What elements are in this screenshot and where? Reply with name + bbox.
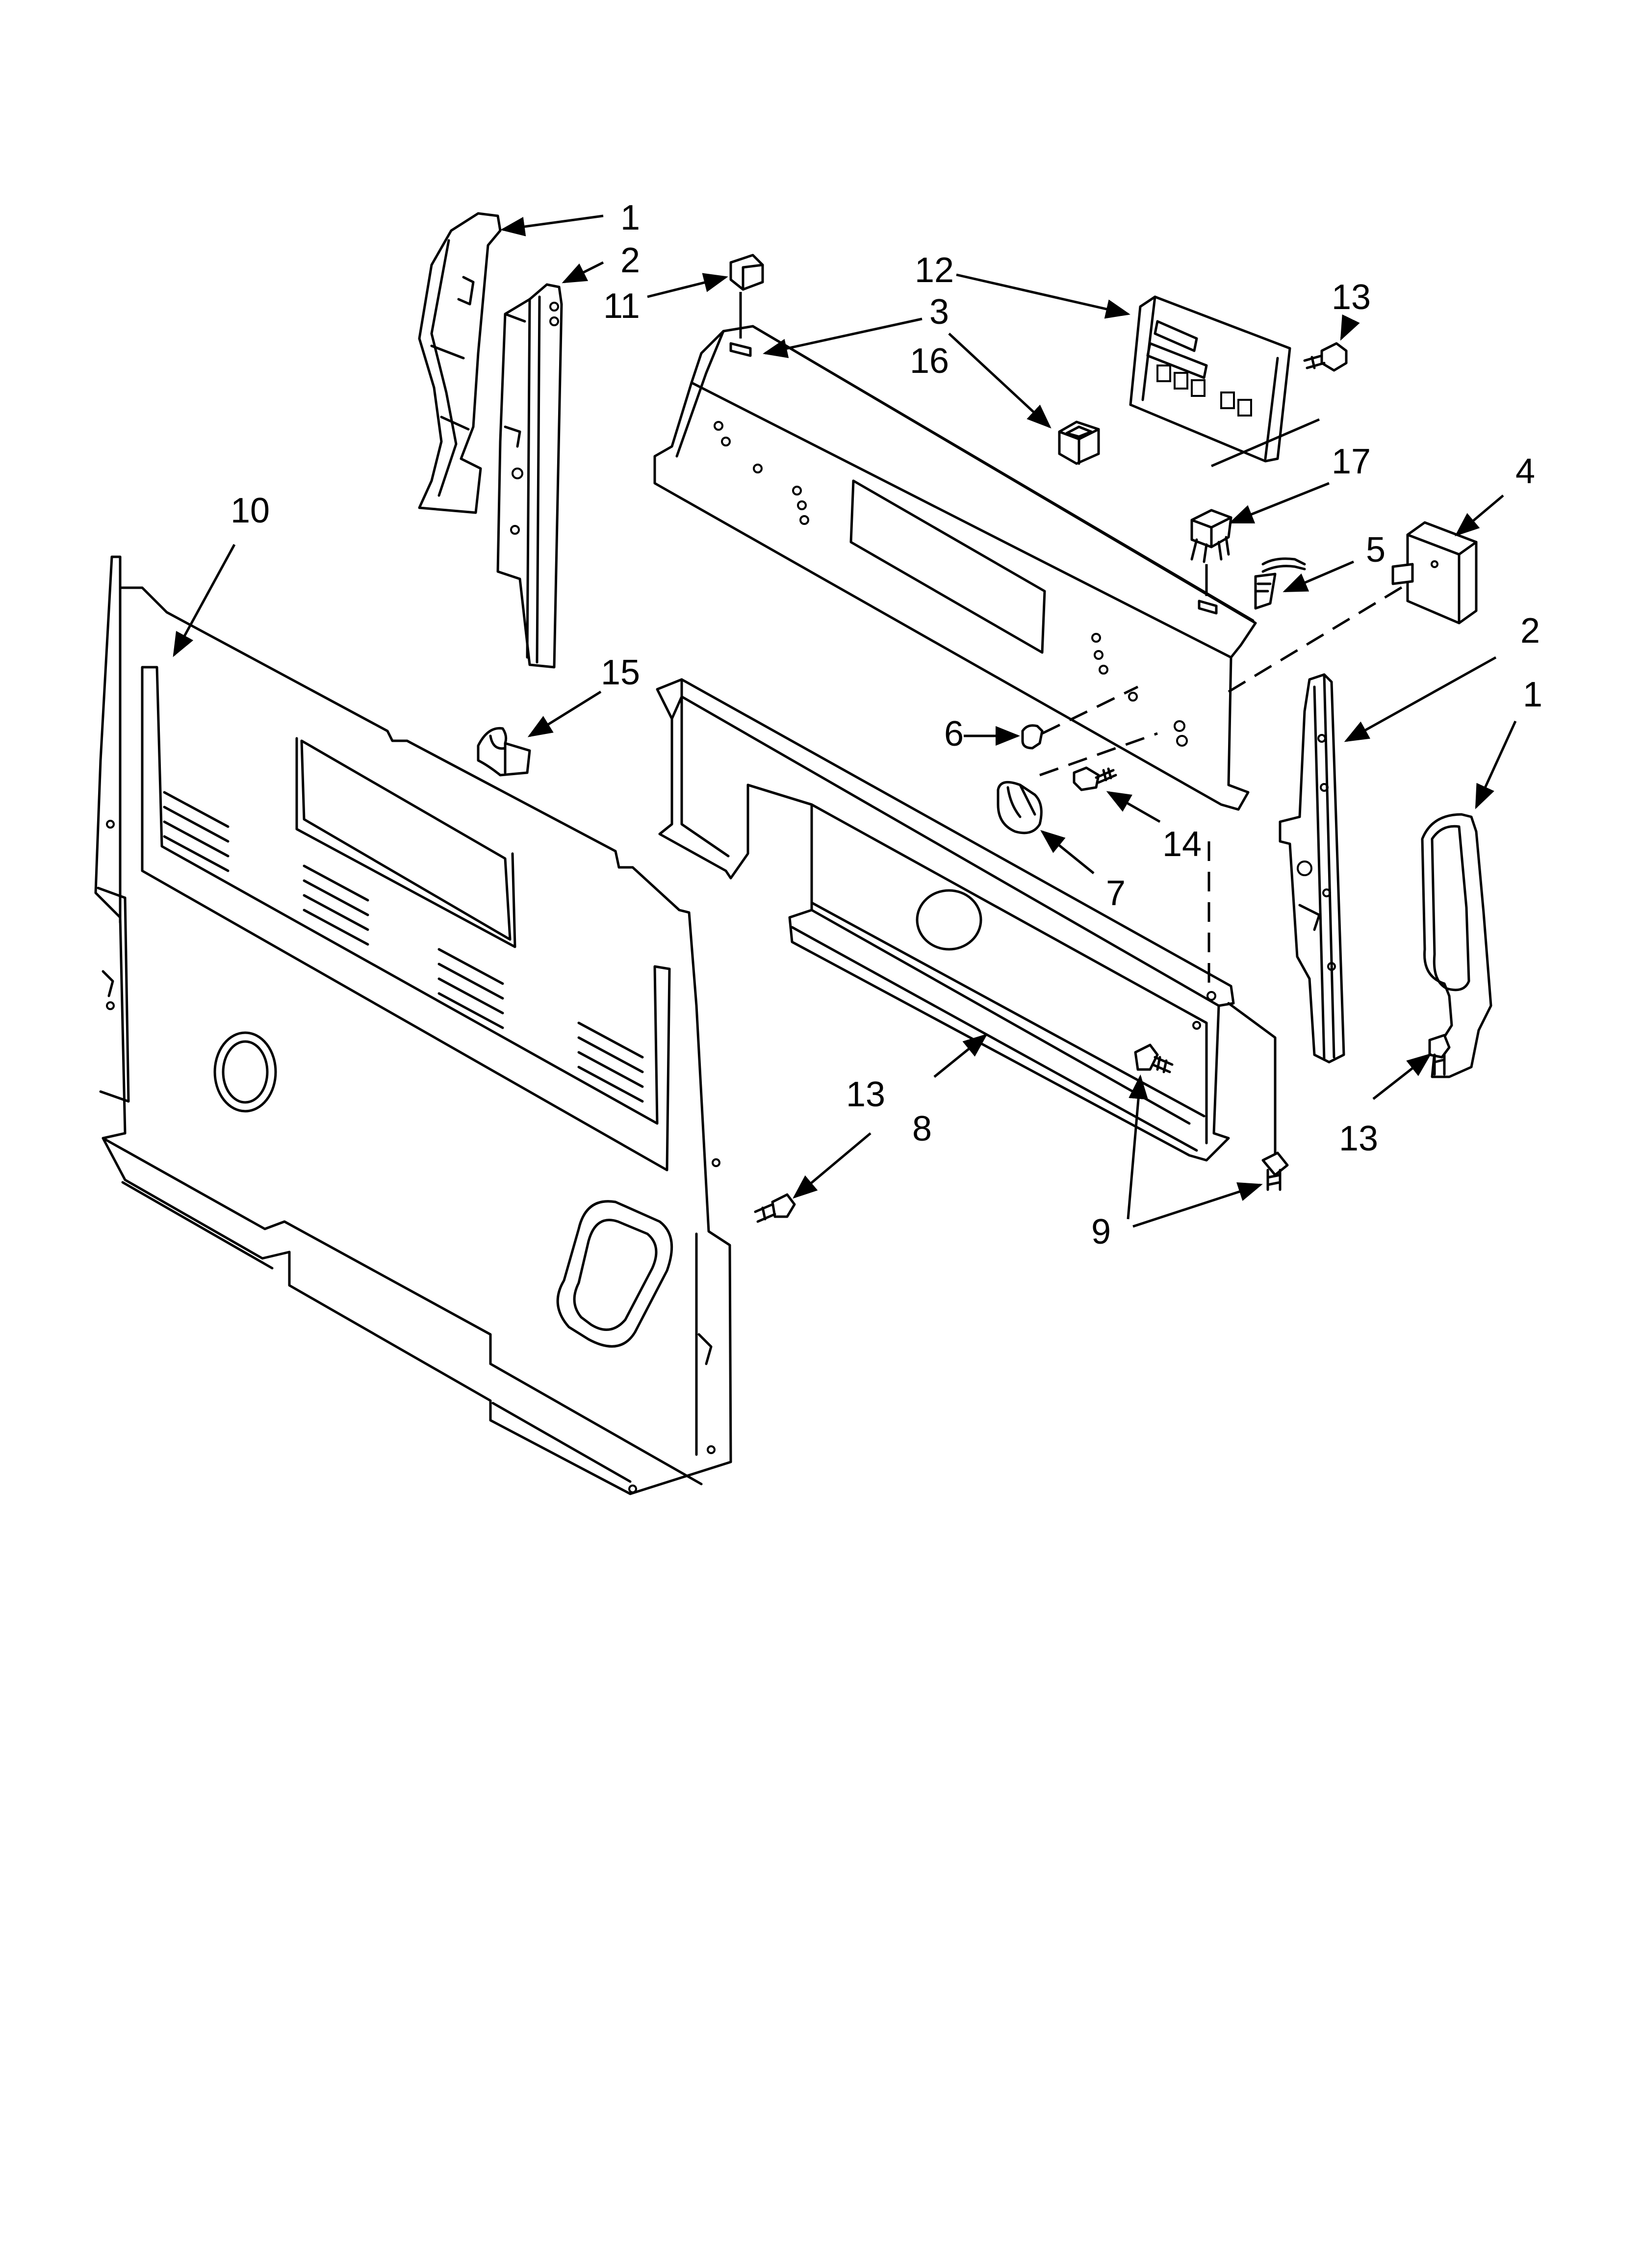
callout-17: 17 [1332,442,1371,481]
part-13-screw-right [1428,1034,1451,1076]
part-14-screw [1073,766,1117,791]
callout-8: 8 [912,1109,932,1148]
part-5-wire-harness [1254,557,1306,610]
callout-13-top: 13 [1332,278,1371,317]
callout-14: 14 [1162,825,1202,864]
part-3-control-panel [653,325,1257,811]
part-9-screw-lower [1261,1151,1289,1191]
part-1-right-end-cap [1421,813,1492,1078]
callout-11: 11 [603,287,640,326]
callout-13-center: 13 [846,1075,885,1114]
callout-7: 7 [1106,874,1126,913]
part-7-knob [997,781,1043,834]
callout-15: 15 [601,653,640,692]
callout-1-left: 1 [620,198,640,237]
part-2-left-bracket [496,283,563,669]
callout-9: 9 [1091,1212,1111,1251]
part-2-right-bracket [1279,673,1345,1064]
part-9-guide-line [1227,1002,1277,1159]
callout-5: 5 [1366,530,1385,570]
part-16-switch [1058,420,1100,465]
part-4-infinite-switch [1391,521,1478,625]
callout-10: 10 [231,491,270,530]
alignment-line-knob-insert [1041,685,1139,735]
callout-2-right: 2 [1520,611,1540,651]
callout-1-right: 1 [1523,675,1542,714]
part-13-screw-top [1303,342,1348,372]
part-17-switch [1190,509,1232,563]
part-6-knob-insert [1021,724,1044,750]
callout-3: 3 [929,292,949,332]
callout-2-left: 2 [620,241,640,280]
callout-16: 16 [910,341,949,381]
part-9-screw-upper [1134,1043,1174,1073]
part-13-screw-center [754,1193,796,1223]
leader-lines [173,214,1517,1228]
callout-12: 12 [915,251,954,290]
part-10-rear-panel [94,555,732,1495]
alignment-line-switch [1228,582,1409,693]
part-11-clip [729,254,764,291]
part-8-manifold-panel [656,678,1235,1162]
part-15-bracket [477,727,531,777]
callout-labels: 1 2 11 12 3 13 16 10 17 4 5 2 15 1 6 14 … [231,198,1542,1251]
callout-6: 6 [944,714,964,754]
alignment-line-knob [1039,732,1158,777]
part-1-left-end-cap [418,212,502,514]
callout-13-right: 13 [1339,1119,1378,1158]
callout-4: 4 [1515,452,1535,491]
part-12-clock-control [1129,295,1291,463]
